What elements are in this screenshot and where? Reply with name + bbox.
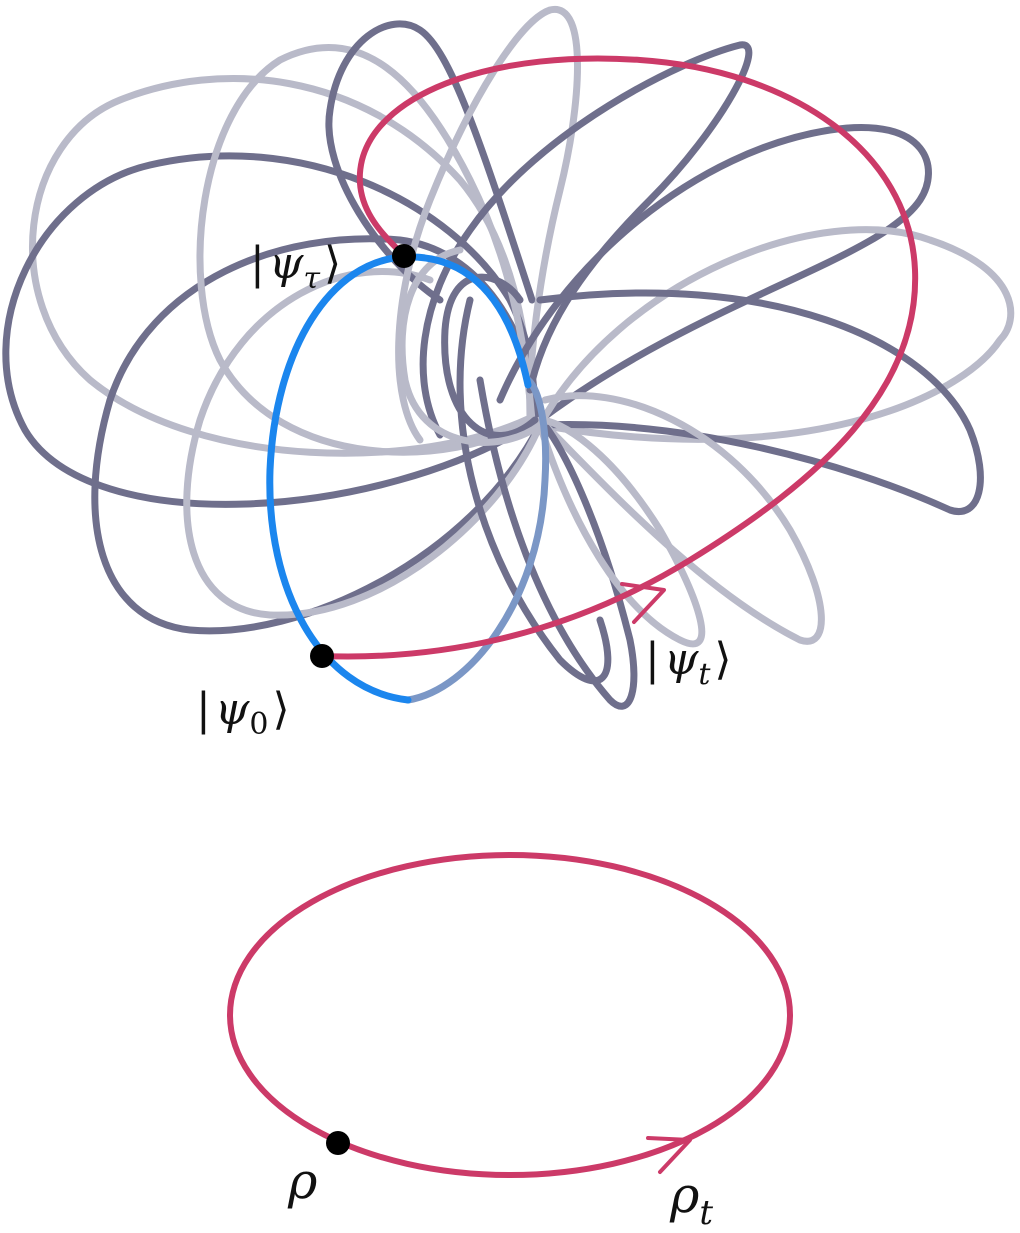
fiber-loop [183,268,544,619]
mixed-state-orbit [227,852,793,1178]
fiber-loop [395,6,581,444]
rho-point [326,1131,350,1155]
psi-0-point [310,644,334,668]
psi-0-label: |ψ0⟩ [196,684,290,742]
fiber-loop [536,289,984,515]
mixed-orbit-direction-arrowhead [646,1136,692,1174]
psi-t-label: |ψt⟩ [645,634,732,692]
rho-label: ρ [287,1152,318,1210]
fiber-loop [196,44,536,456]
fiber-loop [456,296,612,685]
fiber-loop [398,246,544,446]
blue-loop-segment [404,376,550,704]
fiber-loop [541,392,825,645]
rho-t-label: ρt [669,1166,713,1233]
fiber-loop [476,376,638,710]
orbit-direction-arrowhead [620,582,666,624]
fiber-loops [2,6,1015,710]
blue-loop-segment [266,253,532,704]
fiber-loop [536,416,706,648]
fiber-loop [325,20,536,304]
pure-state-orbit [319,55,919,660]
fiber-loop [536,226,1015,443]
fiber-loop [441,273,539,439]
blue-fiber-loop [266,253,550,704]
psi-tau-point [392,244,416,268]
psi-tau-label: |ψτ⟩ [250,238,341,296]
